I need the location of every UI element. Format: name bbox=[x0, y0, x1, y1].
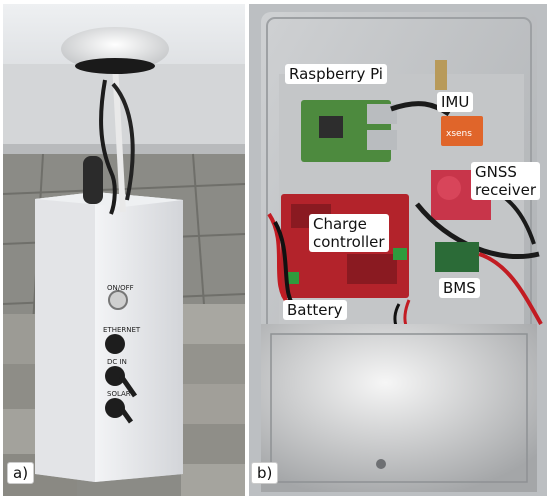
enclosure-exterior-illustration bbox=[3, 4, 245, 496]
label-battery: Battery bbox=[283, 300, 347, 320]
port1-label: ETHERNET bbox=[103, 326, 141, 334]
switch-label: ON/OFF bbox=[107, 284, 134, 292]
label-gnss-line1: GNSS bbox=[475, 163, 517, 181]
label-bms: BMS bbox=[439, 278, 480, 298]
label-charge-controller: Charge controller bbox=[309, 214, 389, 252]
panel-letter-b: b) bbox=[251, 462, 279, 484]
label-imu: IMU bbox=[437, 92, 474, 112]
port3-label: SOLAR bbox=[107, 390, 131, 398]
label-gnss-line2: receiver bbox=[475, 181, 536, 199]
enclosure-interior-illustration: xsens bbox=[249, 4, 547, 496]
label-gnss-receiver: GNSS receiver bbox=[471, 162, 540, 200]
label-raspberry-pi: Raspberry Pi bbox=[285, 64, 387, 84]
photo-panel-a: ON/OFF ETHERNET DC IN SOLAR a) bbox=[3, 4, 245, 496]
port2-label: DC IN bbox=[107, 358, 127, 366]
panel-letter-a: a) bbox=[7, 462, 35, 484]
label-charge-line1: Charge bbox=[313, 215, 367, 233]
label-charge-line2: controller bbox=[313, 233, 385, 251]
imu-brand-text: xsens bbox=[446, 129, 472, 139]
photo-panel-b: xsens Raspberry Pi IMU GNSS receiver Cha… bbox=[249, 4, 547, 496]
